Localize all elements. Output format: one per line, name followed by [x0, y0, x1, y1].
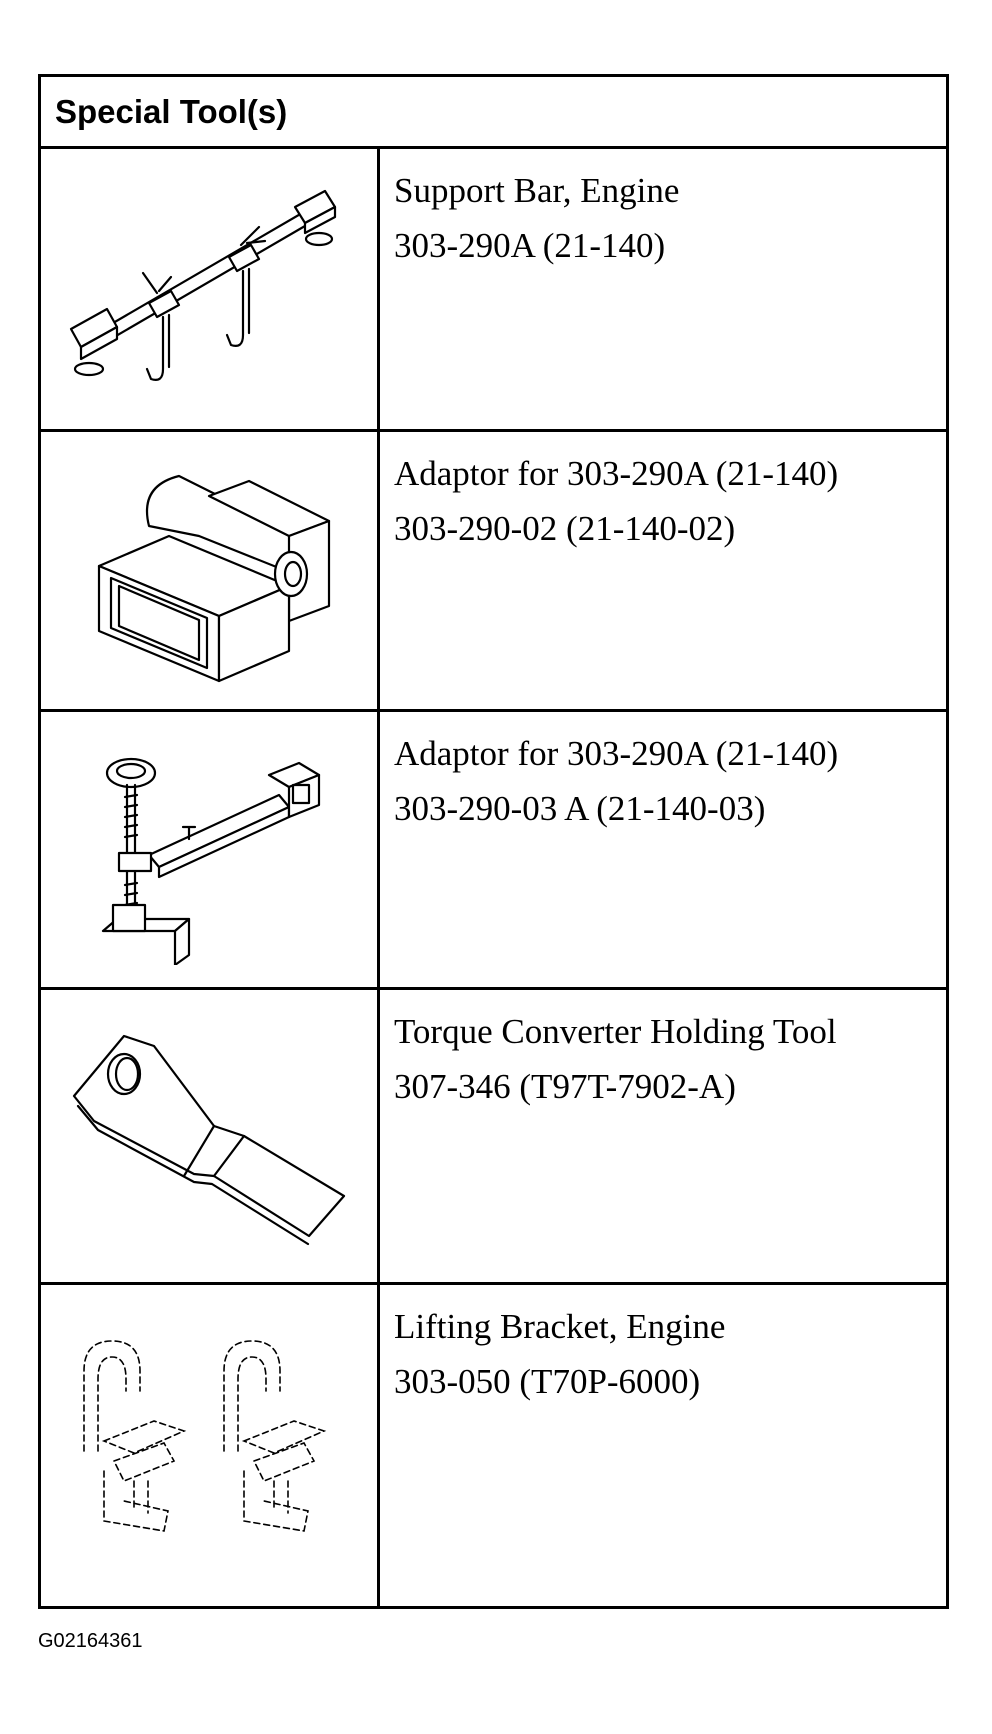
- figure-id: G02164361: [38, 1630, 143, 1652]
- table-header: Special Tool(s): [41, 77, 946, 149]
- tool-name: Lifting Bracket, Engine: [394, 1307, 726, 1346]
- table-row: Adaptor for 303-290A (21-140) 303-290-02…: [41, 432, 946, 712]
- adaptor-arm-icon: [101, 757, 321, 965]
- holding-tool-icon: [72, 1034, 346, 1246]
- tool-number: 303-290-02 (21-140-02): [394, 509, 736, 548]
- tool-number: 303-290-03 A (21-140-03): [394, 789, 766, 828]
- tool-number: 303-290A (21-140): [394, 226, 666, 265]
- support-bar-icon: [69, 189, 337, 381]
- tool-description: Lifting Bracket, Engine 303-050 (T70P-60…: [380, 1285, 946, 1606]
- tool-image-cell: [41, 1285, 380, 1606]
- tool-description: Support Bar, Engine 303-290A (21-140): [380, 149, 946, 429]
- tool-number: 307-346 (T97T-7902-A): [394, 1067, 736, 1106]
- table-row: Support Bar, Engine 303-290A (21-140): [41, 149, 946, 432]
- tool-description: Torque Converter Holding Tool 307-346 (T…: [380, 990, 946, 1282]
- table-row: Torque Converter Holding Tool 307-346 (T…: [41, 990, 946, 1285]
- tool-description: Adaptor for 303-290A (21-140) 303-290-02…: [380, 432, 946, 709]
- tool-number: 303-050 (T70P-6000): [394, 1362, 701, 1401]
- adaptor-block-icon: [97, 474, 331, 682]
- special-tools-table: Special Tool(s): [38, 74, 949, 1609]
- tool-name: Support Bar, Engine: [394, 171, 680, 210]
- tool-image-cell: [41, 149, 380, 429]
- tool-image-cell: [41, 990, 380, 1282]
- table-row: Lifting Bracket, Engine 303-050 (T70P-60…: [41, 1285, 946, 1606]
- tool-description: Adaptor for 303-290A (21-140) 303-290-03…: [380, 712, 946, 987]
- tool-name: Adaptor for 303-290A (21-140): [394, 454, 839, 493]
- tool-name: Adaptor for 303-290A (21-140): [394, 734, 839, 773]
- table-row: Adaptor for 303-290A (21-140) 303-290-03…: [41, 712, 946, 990]
- lifting-bracket-icon: [83, 1339, 327, 1532]
- tool-image-cell: [41, 432, 380, 709]
- tool-name: Torque Converter Holding Tool: [394, 1012, 837, 1051]
- tool-image-cell: [41, 712, 380, 987]
